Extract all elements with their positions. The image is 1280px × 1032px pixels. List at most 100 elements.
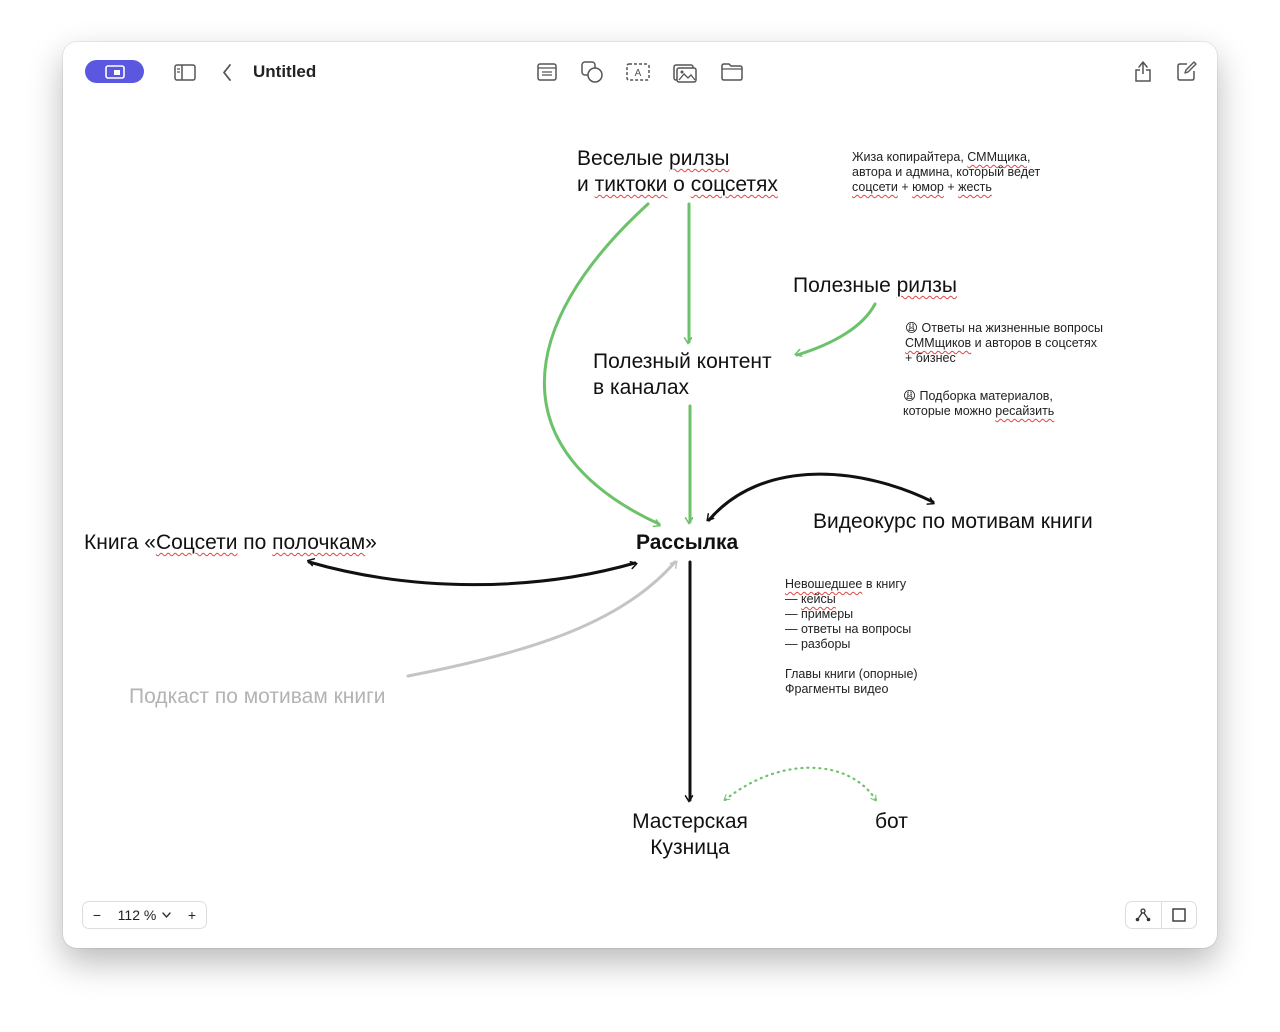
text-run: + бизнес [905,351,956,365]
insert-text-block-button[interactable] [535,60,559,84]
node-book[interactable]: Книга «Соцсети по полочкам» [84,530,377,556]
text-line: — кейсы [785,592,918,607]
node-podcast[interactable]: Подкаст по мотивам книги [129,684,386,710]
chevron-down-icon [162,912,172,918]
text-run: в книгу [862,577,907,591]
misspelled-word: соцсетях [690,173,778,196]
text-run: по [237,531,273,554]
back-button[interactable] [217,60,237,84]
text-line: 😩 Подборка материалов, [903,389,1054,404]
node-newsletter[interactable]: Рассылка [636,530,738,556]
arrow-useful-reels-to-useful-content [794,302,877,357]
text-line: Главы книги (опорные) [785,667,918,682]
text-line: Фрагменты видео [785,682,918,697]
present-icon [104,64,125,79]
text-line: Полезный контент [593,349,772,375]
text-line: автора и админа, который ведет [852,165,1040,180]
text-run: Жиза копирайтера, [852,150,968,164]
misspelled-word: рилзы [896,274,958,297]
note-not-in-book-text: Невошедшее в книгу— кейсы— примеры— отве… [785,577,918,697]
text-line: и тиктоки о соцсетях [577,172,778,198]
folder-icon [721,63,743,81]
misspelled-word: Соцсети [155,531,238,554]
share-button[interactable] [1131,58,1155,84]
text-run: и [577,173,595,196]
text-box-icon: A [626,63,650,81]
text-run: + [897,180,913,194]
text-line: Кузница [620,835,760,861]
text-line: которые можно ресайзить [903,404,1054,419]
arrow-workshop-bot-dotted [723,766,878,802]
insert-folder-button[interactable] [719,60,745,84]
text-run: Полезный контент [593,350,772,373]
insert-shape-button[interactable] [579,59,605,85]
misspelled-word: СММщиков [905,336,972,350]
text-run: 😩 Ответы на жизненные вопросы [905,321,1104,335]
node-useful-reels[interactable]: Полезные рилзы [793,273,957,299]
present-button[interactable] [85,60,144,83]
text-run: бот [875,810,908,833]
compose-button[interactable] [1175,59,1199,83]
sidebar-icon [174,63,196,81]
note-materials-text: 😩 Подборка материалов,которые можно реса… [903,389,1054,419]
text-line: Жиза копирайтера, СММщика, [852,150,1040,165]
text-run: — ответы на вопросы [785,622,912,636]
text-run: , [1026,150,1031,164]
node-bot-text: бот [875,809,908,835]
app-window: Untitled A [63,42,1217,948]
sidebar-toggle-button[interactable] [173,60,197,84]
text-run: Подкаст по мотивам книги [129,685,386,708]
toolbar: Untitled A [63,42,1217,102]
text-line: — примеры [785,607,918,622]
insert-text-box-button[interactable]: A [625,60,651,84]
frame-button[interactable] [1160,902,1197,928]
text-run: в каналах [593,376,690,399]
note-materials[interactable]: 😩 Подборка материалов,которые можно реса… [903,389,1054,419]
share-icon [1135,61,1151,82]
connector-button[interactable] [1126,902,1161,928]
node-newsletter-text: Рассылка [636,530,738,556]
note-copywriter-life[interactable]: Жиза копирайтера, СММщика,автора и админ… [852,150,1040,195]
arrow-podcast-to-newsletter [406,560,678,678]
text-run: Книга « [84,531,156,554]
text-line: — ответы на вопросы [785,622,918,637]
node-video-course[interactable]: Видеокурс по мотивам книги [813,509,1093,535]
document-title[interactable]: Untitled [253,62,317,81]
text-line: 😩 Ответы на жизненные вопросы [905,321,1103,336]
text-run: Видеокурс по мотивам книги [813,510,1093,533]
text-run: » [365,531,377,554]
shapes-icon [581,61,603,83]
text-run: — [785,592,801,606]
text-run: Полезные [793,274,897,297]
zoom-level-dropdown[interactable]: 112 % [111,907,178,923]
text-run: которые можно [903,404,996,418]
arrow-book-newsletter [306,558,638,587]
frame-icon [1172,908,1186,922]
zoom-level-value: 112 % [117,907,157,923]
zoom-out-button[interactable]: − [92,907,102,923]
node-useful-content[interactable]: Полезный контент в каналах [593,349,772,401]
node-video-course-text: Видеокурс по мотивам книги [813,509,1093,535]
text-run: и авторов в соцсетях [971,336,1097,350]
node-bot[interactable]: бот [875,809,908,835]
insert-media-button[interactable] [671,59,699,85]
text-run: Главы книги (опорные) [785,667,918,681]
connector-icon [1135,908,1151,922]
text-block-icon [537,63,557,81]
text-line: соцсети + юмор + жесть [852,180,1040,195]
media-icon [673,63,697,83]
misspelled-word: рилзы [669,147,730,170]
zoom-in-button[interactable]: + [187,907,197,923]
node-podcast-text: Подкаст по мотивам книги [129,684,386,710]
text-line: бот [875,809,908,835]
note-not-in-book[interactable]: Невошедшее в книгу— кейсы— примеры— отве… [785,577,918,697]
text-line: в каналах [593,375,772,401]
misspelled-word: СММщика [967,150,1027,164]
